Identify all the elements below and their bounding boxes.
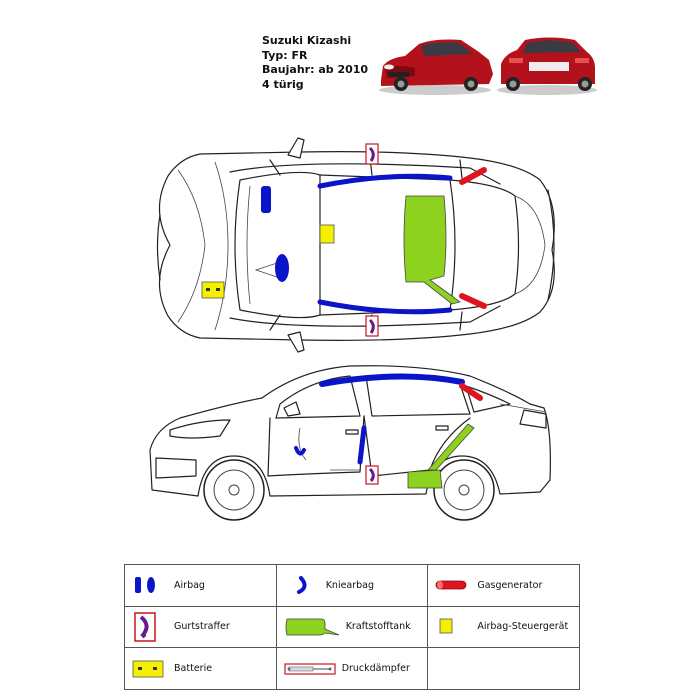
car-top-view bbox=[156, 137, 555, 353]
gas-generator-top bbox=[459, 167, 487, 185]
legend-label-airbag: Airbag bbox=[174, 579, 205, 591]
curtain-airbag-side bbox=[319, 373, 465, 387]
legend: Airbag Kniearbag Gasgenerator Gurtstraff… bbox=[124, 564, 580, 690]
vehicle-type: Typ: FR bbox=[262, 48, 308, 62]
legend-label-belt-tensioner: Gurtstraffer bbox=[174, 621, 230, 633]
legend-label-battery: Batterie bbox=[174, 663, 213, 675]
legend-item-battery: Batterie bbox=[124, 647, 277, 690]
legend-label-airbag-control-unit: Airbag-Steuergerät bbox=[477, 621, 569, 633]
knee-airbag-side bbox=[294, 446, 306, 456]
fuel-tank-icon bbox=[285, 618, 339, 636]
legend-label-gas-strut: Druckdämpfer bbox=[341, 663, 410, 675]
curtain-airbag-bottom bbox=[317, 299, 453, 315]
driver-airbag bbox=[275, 254, 289, 282]
battery-top bbox=[201, 281, 225, 299]
fuel-tank bbox=[403, 195, 461, 305]
side-view-components bbox=[294, 373, 483, 489]
top-view-components bbox=[201, 143, 487, 337]
rescue-diagram: .ol { fill: none; stroke: #222; stroke-w… bbox=[149, 137, 555, 521]
legend-item-empty bbox=[427, 647, 580, 690]
gas-generator-side bbox=[459, 383, 483, 401]
curtain-airbag-top bbox=[317, 173, 453, 189]
legend-item-gas-generator: Gasgenerator bbox=[427, 564, 580, 607]
legend-label-knee-airbag: Kniearbag bbox=[325, 579, 375, 591]
car-photo-front bbox=[379, 39, 493, 95]
legend-item-gas-strut: Druckdämpfer bbox=[275, 647, 429, 690]
knee-airbag-icon bbox=[296, 576, 307, 595]
vehicle-year: Baujahr: ab 2010 bbox=[262, 63, 369, 76]
legend-label-gas-generator: Gasgenerator bbox=[477, 579, 543, 591]
control-unit-icon bbox=[439, 618, 453, 634]
car-photos bbox=[379, 37, 597, 95]
side-airbag-side bbox=[357, 425, 367, 465]
legend-item-airbag-control-unit: Airbag-Steuergerät bbox=[427, 605, 580, 649]
fuel-tank-side bbox=[407, 423, 475, 489]
legend-item-fuel-tank: Kraftstofftank bbox=[275, 605, 429, 649]
vehicle-info: Suzuki Kizashi Typ: FR Baujahr: ab 2010 … bbox=[262, 34, 368, 92]
gas-generator-bottom bbox=[459, 293, 487, 309]
legend-item-airbag: Airbag bbox=[124, 564, 277, 607]
vehicle-model: Suzuki Kizashi bbox=[262, 34, 352, 47]
car-photo-rear bbox=[497, 37, 597, 95]
airbag-icon bbox=[135, 577, 155, 594]
battery-icon bbox=[132, 660, 164, 678]
car-side-view bbox=[149, 365, 551, 521]
belt-tensioner-icon bbox=[134, 612, 156, 642]
vehicle-doors: 4 türig bbox=[262, 77, 304, 91]
airbag-control-unit bbox=[319, 224, 335, 244]
passenger-airbag bbox=[261, 186, 271, 213]
gas-generator-icon bbox=[435, 580, 467, 590]
gas-strut-icon bbox=[284, 663, 336, 675]
legend-item-belt-tensioner: Gurtstraffer bbox=[124, 605, 277, 649]
legend-label-fuel-tank: Kraftstofftank bbox=[345, 621, 411, 633]
legend-item-knee-airbag: Kniearbag bbox=[275, 564, 429, 607]
